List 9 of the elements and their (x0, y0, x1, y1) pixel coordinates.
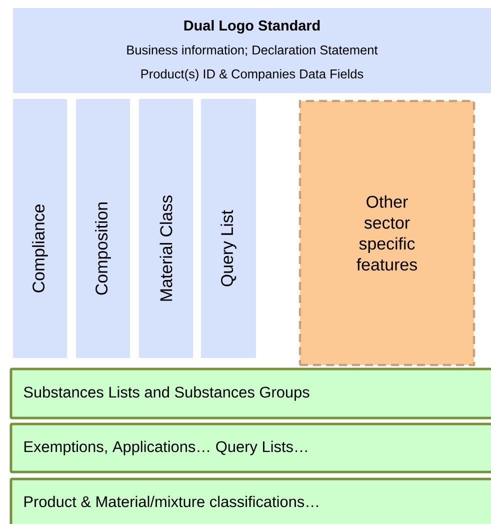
header-box: Dual Logo Standard Business information; Declaration Statement Product(s) ID & Companies Data Fields (13, 8, 491, 93)
layer-box: Substances Lists and Substances Groups (10, 368, 491, 420)
column-box: Composition (76, 99, 130, 358)
feature-box: Other sector specific features (298, 100, 476, 366)
layer-box: Exemptions, Applications… Query Lists… (10, 422, 491, 474)
column-box: Material Class (139, 99, 193, 358)
layer-box: Product & Material/mixture classifications… (10, 478, 491, 524)
column-box: Compliance (13, 99, 67, 358)
column-box: Query List (201, 99, 256, 358)
